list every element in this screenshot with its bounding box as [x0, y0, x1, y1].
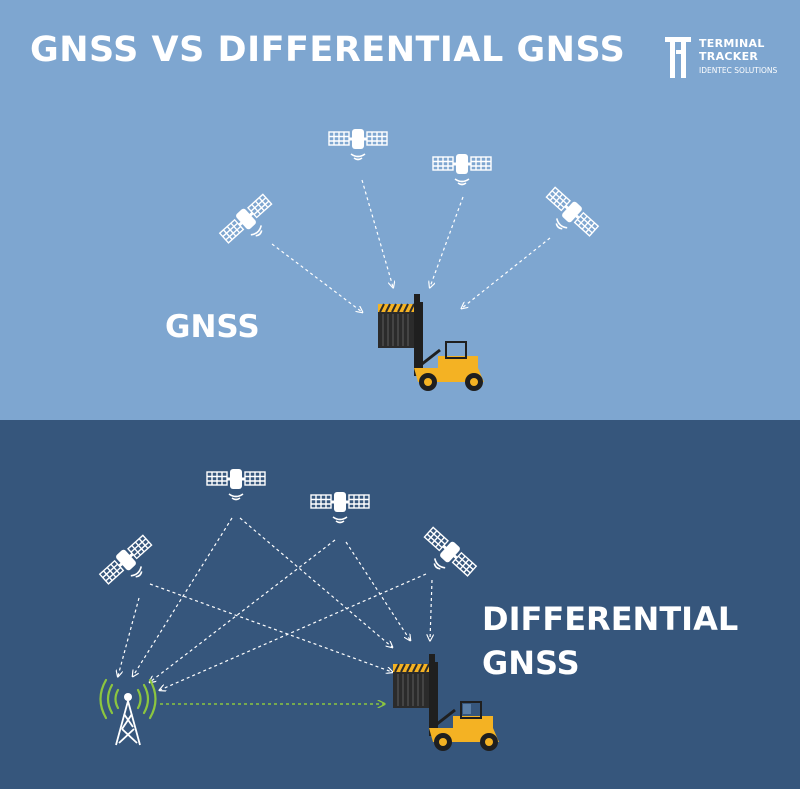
satellite-icon: [328, 128, 388, 161]
satellite-icon: [432, 153, 492, 186]
logo-line-3: IDENTEC SOLUTIONS: [699, 66, 778, 75]
differential-gnss-label-line-1: DIFFERENTIAL: [482, 600, 739, 638]
terminal-tracker-logo-icon: [665, 37, 691, 78]
gnss-panel: [0, 0, 800, 420]
signal-line: [462, 237, 551, 308]
forklift-icon: [376, 292, 486, 393]
signal-line: [345, 541, 410, 640]
satellite-icon: [96, 532, 163, 596]
signal-line: [239, 517, 392, 647]
signal-line: [361, 179, 393, 287]
dgnss-signal-lines: [118, 517, 432, 690]
signal-line: [271, 243, 362, 312]
satellite-icon: [413, 524, 480, 588]
terminal-tracker-logo: TERMINAL TRACKER IDENTEC SOLUTIONS: [665, 37, 778, 79]
signal-line: [430, 579, 432, 640]
signal-line: [133, 517, 233, 676]
logo-line-2: TRACKER: [699, 50, 759, 63]
signal-line: [430, 196, 464, 287]
logo-line-1: TERMINAL: [699, 37, 765, 50]
signal-line: [150, 539, 336, 682]
signal-line: [118, 597, 140, 676]
gnss-label: GNSS: [165, 309, 260, 345]
gnss-signal-lines: [271, 179, 551, 312]
satellite-icon: [535, 184, 602, 248]
signal-line: [160, 573, 427, 690]
satellite-icon: [206, 468, 266, 501]
signal-line: [149, 583, 392, 672]
page-title: GNSS VS DIFFERENTIAL GNSS: [30, 30, 626, 70]
differential-gnss-label-line-2: GNSS: [482, 644, 580, 682]
antenna-tower-icon: [99, 678, 157, 746]
satellite-icon: [310, 491, 370, 524]
differential-gnss-panel: [0, 420, 800, 789]
